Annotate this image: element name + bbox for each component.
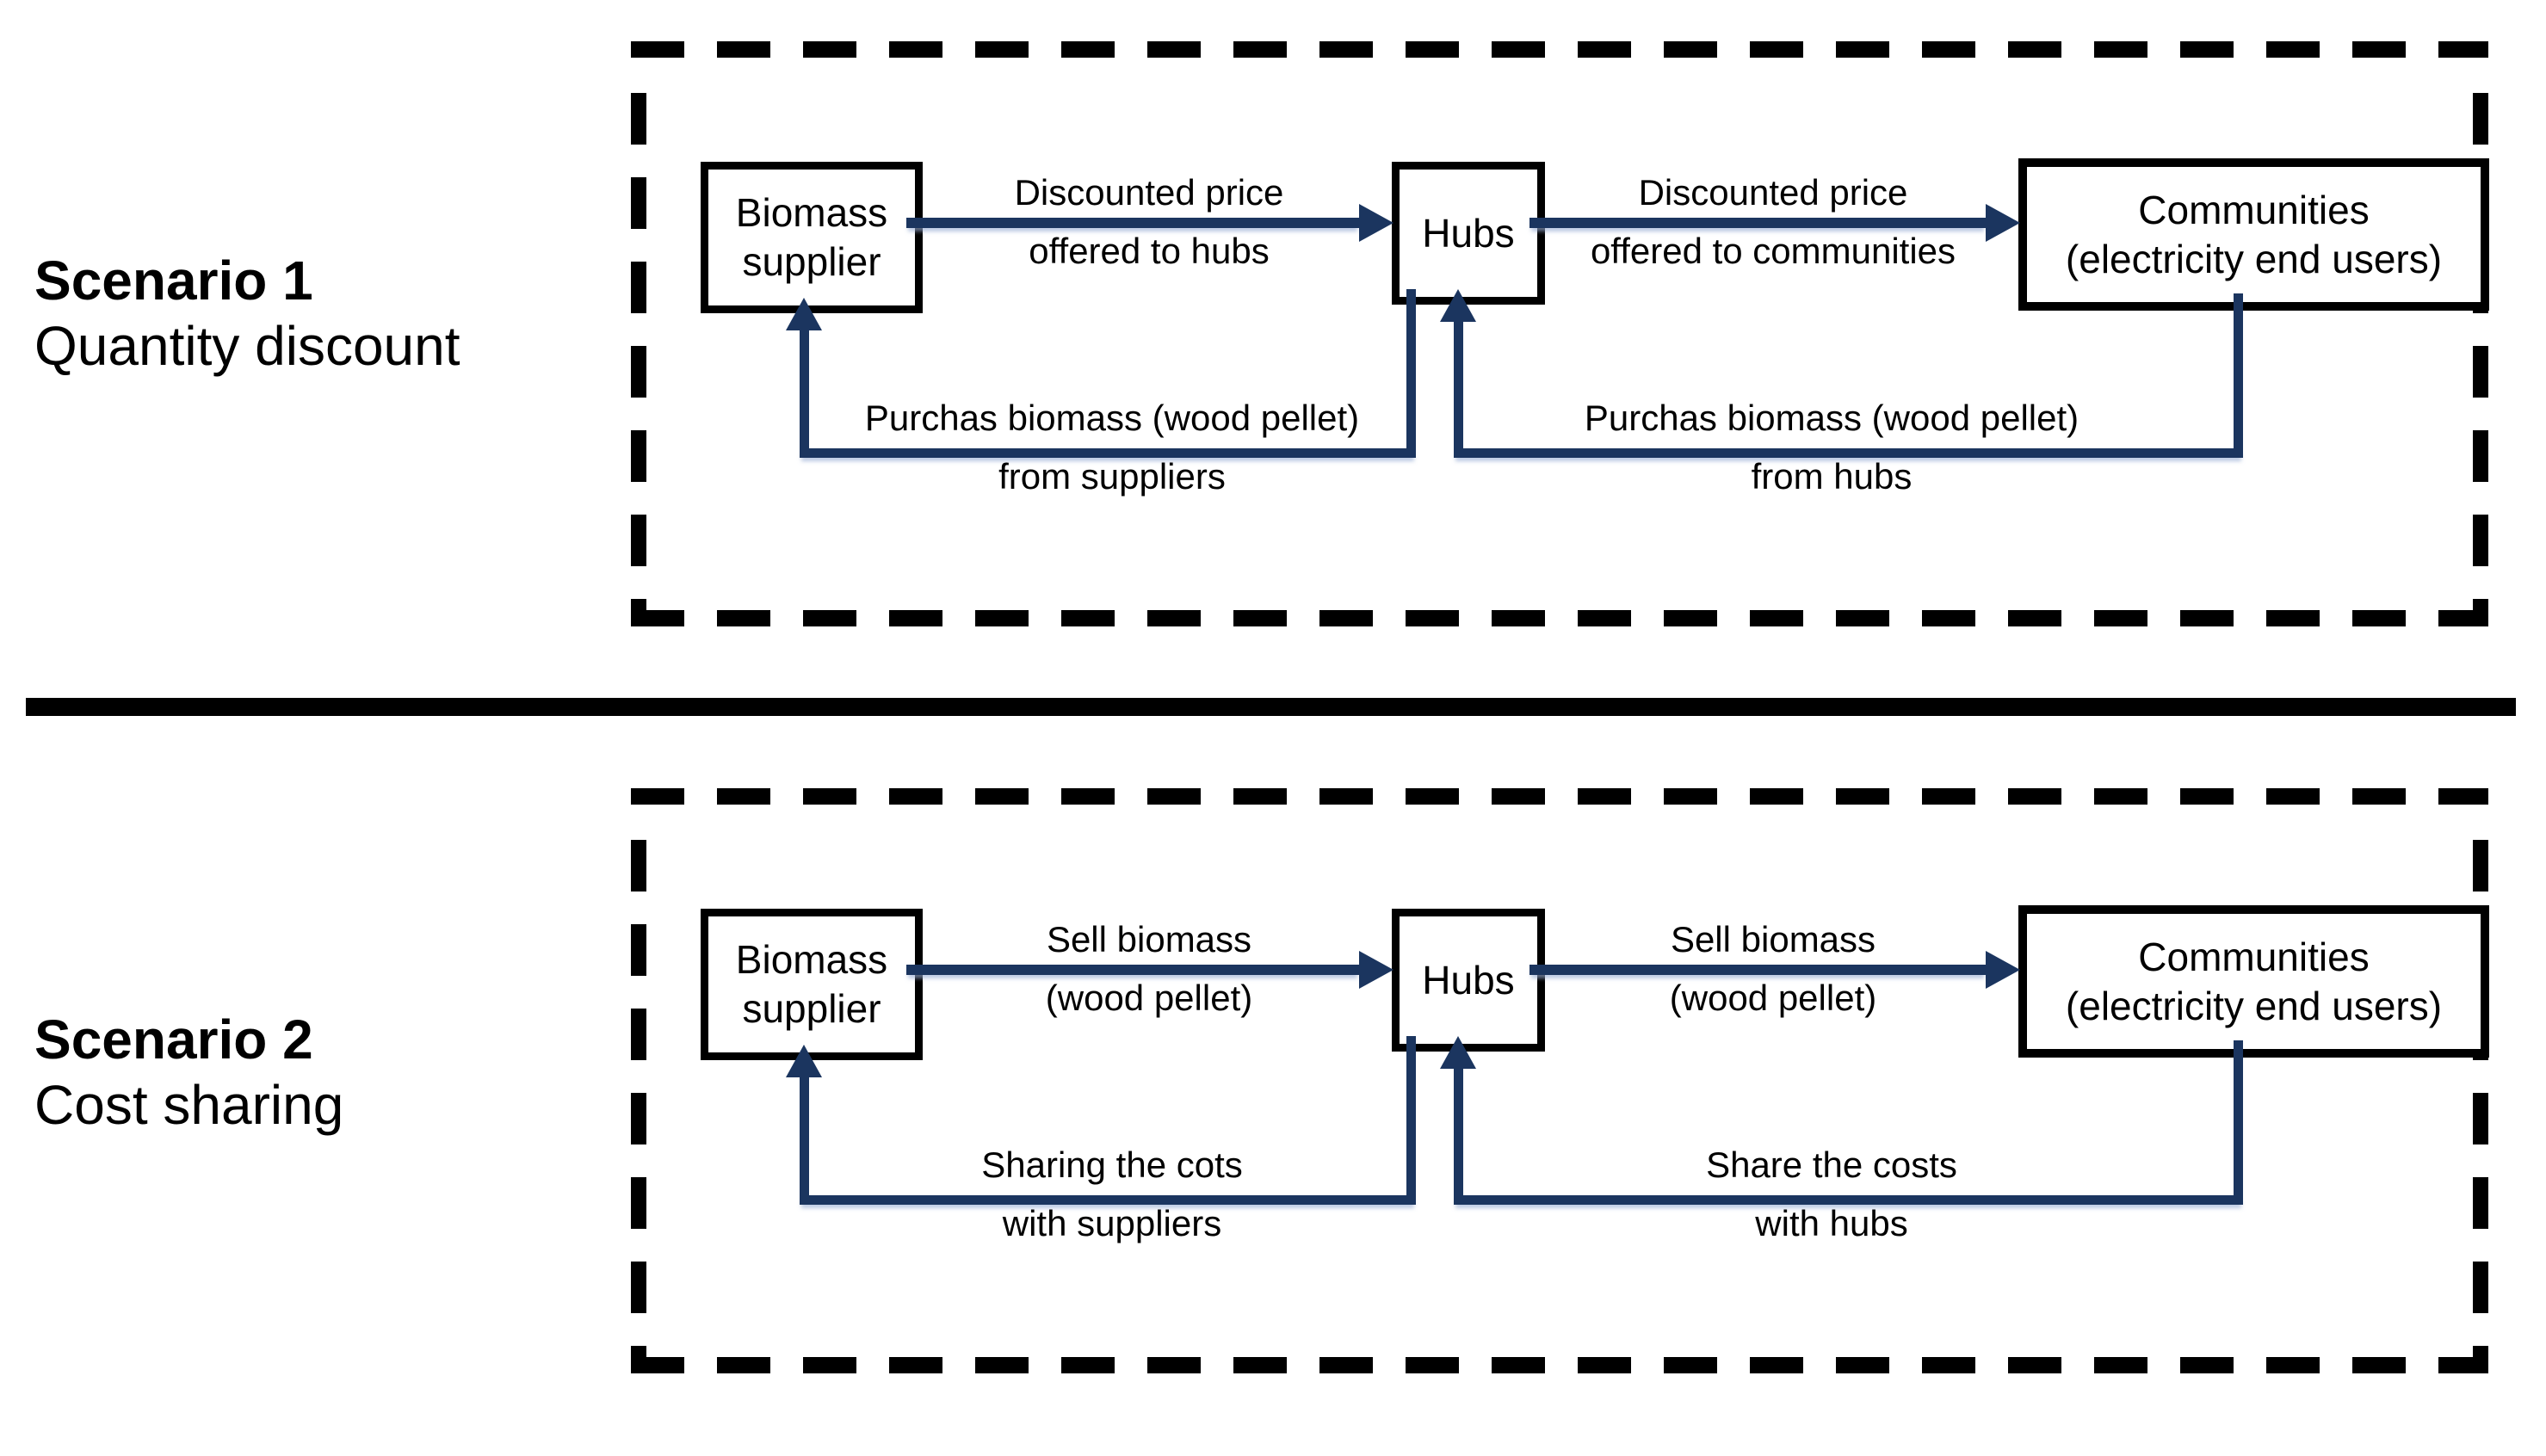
- arrowhead-up-icon: [1440, 289, 1476, 322]
- arrowhead-right-icon: [1359, 204, 1394, 242]
- scenario-1-subtitle: Quantity discount: [34, 315, 460, 377]
- arrowhead-right-icon: [1986, 204, 2020, 242]
- arrowhead-right-icon: [1359, 951, 1394, 989]
- hubs-to-communities-label-line2: offered to communities: [1590, 231, 1956, 271]
- return-communities-to-hubs-up-segment: [1454, 320, 1463, 458]
- arrow-supplier-to-hubs: [906, 965, 1359, 975]
- scenario-2-title: Scenario 2: [34, 1009, 313, 1070]
- return-supplier-label-line1: Purchas biomass (wood pellet): [864, 398, 1360, 438]
- hubs-node: Hubs: [1392, 909, 1545, 1052]
- arrow-supplier-to-hubs: [906, 218, 1359, 228]
- communities-label-line2: (electricity end users): [2065, 983, 2443, 1028]
- return-hubs-to-supplier-up-segment: [800, 329, 809, 458]
- communities-label-line1: Communities: [2138, 187, 2370, 232]
- biomass-supplier-label-line1: Biomass: [735, 190, 888, 235]
- return-hubs-to-supplier-down-segment: [1406, 289, 1416, 458]
- hubs-to-communities-label-line2: (wood pellet): [1669, 978, 1877, 1018]
- return-supplier-label-line2: from suppliers: [998, 456, 1226, 497]
- return-communities-to-hubs-down-segment: [2234, 293, 2243, 458]
- scenario-2-group: Scenario 2 Cost sharing Biomass supplier…: [0, 747, 2546, 1456]
- communities-label-line2: (electricity end users): [2065, 236, 2443, 281]
- supplier-to-hubs-label-line2: (wood pellet): [1045, 978, 1253, 1018]
- communities-label-line1: Communities: [2138, 934, 2370, 979]
- communities-node: Communities (electricity end users): [2018, 905, 2489, 1058]
- scenario-1-dashed-boundary: [631, 41, 2488, 626]
- return-hubs-label-line1: Purchas biomass (wood pellet): [1584, 398, 2079, 438]
- biomass-supplier-node: Biomass supplier: [701, 162, 923, 313]
- return-supplier-label-line2: with suppliers: [1002, 1203, 1222, 1243]
- biomass-supplier-label-line1: Biomass: [735, 937, 888, 982]
- biomass-supplier-node: Biomass supplier: [701, 909, 923, 1060]
- scenario-1-group: Scenario 1 Quantity discount Biomass sup…: [0, 0, 2546, 709]
- return-hubs-to-supplier-up-segment: [800, 1076, 809, 1205]
- supplier-to-hubs-label-line1: Sell biomass: [1046, 919, 1252, 959]
- scenario-divider-line: [26, 698, 2516, 716]
- hubs-node: Hubs: [1392, 162, 1545, 305]
- return-supplier-label-line1: Sharing the cots: [981, 1144, 1243, 1185]
- return-hubs-to-supplier-horizontal-segment: [800, 448, 1416, 458]
- return-communities-to-hubs-horizontal-segment: [1454, 1195, 2243, 1205]
- hubs-to-communities-label-line1: Discounted price: [1638, 172, 1908, 213]
- return-hubs-label-line2: from hubs: [1751, 456, 1913, 497]
- return-hubs-label-line2: with hubs: [1755, 1203, 1908, 1243]
- biomass-supplier-label-line2: supplier: [742, 239, 881, 284]
- arrowhead-up-icon: [786, 298, 822, 330]
- two-scenario-supply-chain-diagram: { "colors": { "line": "#1b355f", "ink": …: [0, 0, 2546, 1373]
- return-hubs-to-supplier-horizontal-segment: [800, 1195, 1416, 1205]
- supplier-to-hubs-label-line2: offered to hubs: [1029, 231, 1270, 271]
- arrow-hubs-to-communities: [1529, 218, 1986, 228]
- hubs-label: Hubs: [1422, 957, 1515, 1003]
- scenario-2-dashed-boundary: [631, 788, 2488, 1373]
- return-communities-to-hubs-up-segment: [1454, 1067, 1463, 1205]
- return-hubs-label-line1: Share the costs: [1706, 1144, 1957, 1185]
- scenario-1-title: Scenario 1: [34, 250, 313, 312]
- return-communities-to-hubs-horizontal-segment: [1454, 448, 2243, 458]
- communities-node: Communities (electricity end users): [2018, 158, 2489, 311]
- hubs-label: Hubs: [1422, 210, 1515, 256]
- scenario-2-subtitle: Cost sharing: [34, 1074, 344, 1136]
- arrowhead-up-icon: [786, 1045, 822, 1077]
- arrowhead-up-icon: [1440, 1036, 1476, 1069]
- supplier-to-hubs-label-line1: Discounted price: [1014, 172, 1284, 213]
- return-hubs-to-supplier-down-segment: [1406, 1036, 1416, 1205]
- hubs-to-communities-label-line1: Sell biomass: [1670, 919, 1876, 959]
- return-communities-to-hubs-down-segment: [2234, 1040, 2243, 1205]
- biomass-supplier-label-line2: supplier: [742, 986, 881, 1031]
- arrowhead-right-icon: [1986, 951, 2020, 989]
- arrow-hubs-to-communities: [1529, 965, 1986, 975]
